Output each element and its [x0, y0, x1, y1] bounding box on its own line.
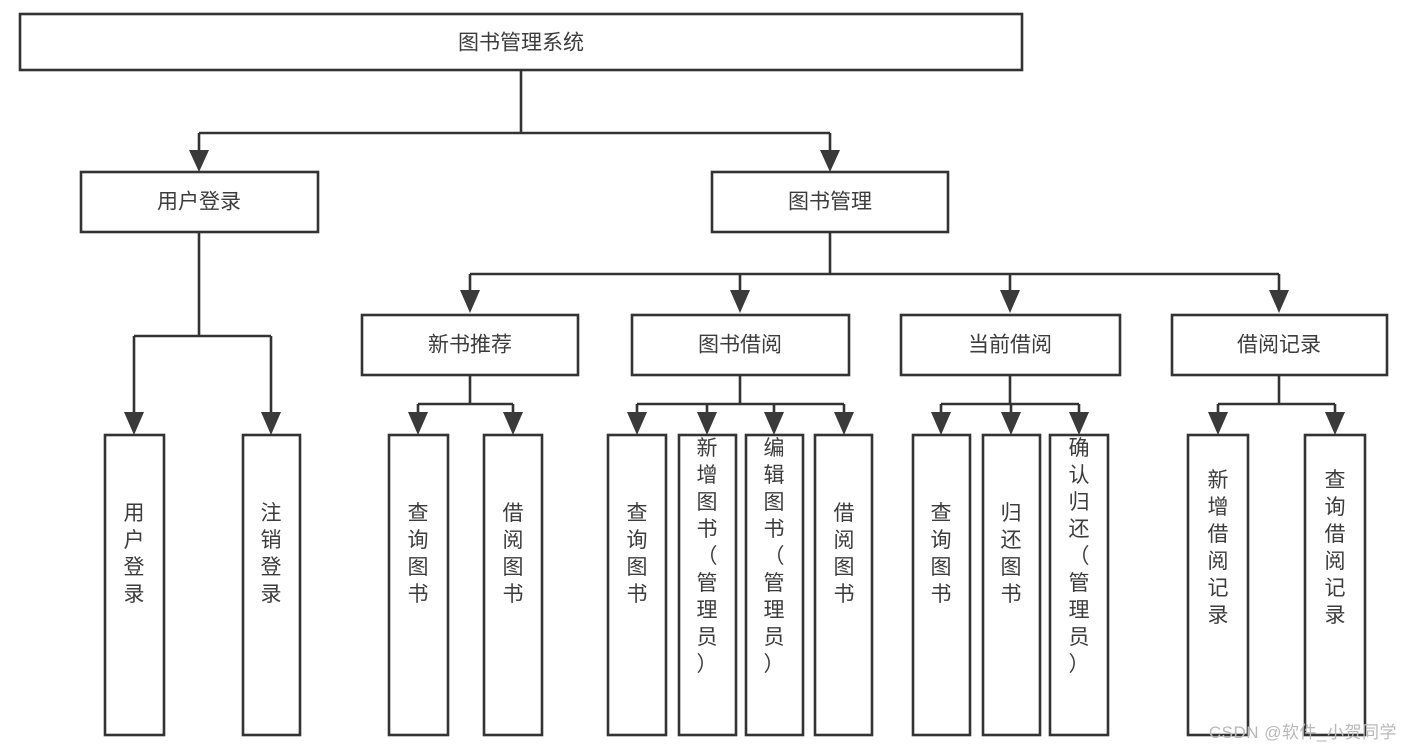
node-borrow-record[interactable]: 借阅记录: [1170, 313, 1389, 377]
node-leaf-query-record-label: 查询借阅记录: [1325, 469, 1346, 627]
node-leaf-query-book-1-box[interactable]: [387, 433, 450, 737]
connector-group-book-management: [460, 232, 1289, 313]
node-leaf-user-login-box[interactable]: [103, 433, 166, 737]
node-leaf-edit-book-label: 编辑图书（管理员）: [764, 437, 785, 676]
arrow-head-leaf-borrow-book-1: [503, 412, 523, 435]
node-root-label: 图书管理系统: [458, 32, 584, 55]
node-borrow-record-label: 借阅记录: [1237, 334, 1321, 357]
node-leaf-user-login[interactable]: 用户登录: [103, 433, 166, 737]
connector-group-root: [189, 70, 840, 172]
node-leaf-confirm-return[interactable]: 确认归还（管理员）: [1048, 433, 1110, 737]
node-leaf-query-book-3-label: 查询图书: [931, 502, 952, 606]
node-leaf-borrow-book-2[interactable]: 借阅图书: [813, 433, 874, 737]
connector-group-new-book-recommend: [408, 375, 523, 435]
arrow-head-leaf-logout-login: [261, 412, 281, 435]
node-leaf-add-record[interactable]: 新增借阅记录: [1186, 433, 1250, 737]
node-leaf-confirm-return-box[interactable]: [1048, 433, 1110, 737]
connector-group-current-borrow: [931, 375, 1089, 435]
arrow-head-leaf-query-book-2: [627, 412, 647, 435]
arrow-head-leaf-query-record: [1325, 412, 1345, 435]
node-leaf-edit-book[interactable]: 编辑图书（管理员）: [744, 433, 805, 737]
arrow-head-leaf-user-login: [124, 412, 144, 435]
node-leaf-return-book-box[interactable]: [981, 433, 1042, 737]
arrow-head-book-management: [820, 150, 840, 172]
node-leaf-borrow-book-1[interactable]: 借阅图书: [482, 433, 544, 737]
node-leaf-logout-login-box[interactable]: [241, 433, 302, 737]
arrow-head-leaf-add-record: [1208, 412, 1228, 435]
node-root[interactable]: 图书管理系统: [18, 12, 1024, 72]
node-book-borrow-box[interactable]: [630, 313, 851, 377]
connector-group-book-borrow: [627, 375, 854, 435]
node-leaf-add-book[interactable]: 新增图书（管理员）: [677, 433, 738, 737]
arrow-head-leaf-return-book: [1001, 412, 1021, 435]
node-leaf-borrow-book-1-box[interactable]: [482, 433, 544, 737]
node-leaf-query-book-1[interactable]: 查询图书: [387, 433, 450, 737]
node-book-management-box[interactable]: [710, 170, 950, 234]
node-leaf-query-record[interactable]: 查询借阅记录: [1303, 433, 1367, 737]
node-current-borrow-label: 当前借阅: [968, 334, 1052, 357]
node-leaf-user-login-label: 用户登录: [124, 502, 145, 606]
arrow-head-new-book-recommend: [460, 290, 480, 313]
arrow-head-leaf-query-book-1: [408, 412, 428, 435]
node-leaf-return-book-label: 归还图书: [1001, 502, 1022, 606]
node-user-login[interactable]: 用户登录: [79, 170, 320, 234]
node-leaf-query-book-2-box[interactable]: [606, 433, 668, 737]
node-leaf-query-book-3[interactable]: 查询图书: [911, 433, 972, 737]
node-leaf-query-book-3-box[interactable]: [911, 433, 972, 737]
node-leaf-add-record-box[interactable]: [1186, 433, 1250, 737]
node-leaf-query-book-1-label: 查询图书: [408, 502, 429, 606]
node-new-book-recommend[interactable]: 新书推荐: [360, 313, 580, 377]
node-book-borrow[interactable]: 图书借阅: [630, 313, 851, 377]
connector-group-user-login: [124, 232, 281, 435]
node-user-login-box[interactable]: [79, 170, 320, 234]
connector-group-borrow-record: [1208, 375, 1345, 435]
node-leaf-confirm-return-label: 确认归还（管理员）: [1069, 437, 1090, 676]
node-leaf-return-book[interactable]: 归还图书: [981, 433, 1042, 737]
node-user-login-label: 用户登录: [157, 191, 241, 214]
node-borrow-record-box[interactable]: [1170, 313, 1389, 377]
arrow-head-leaf-confirm-return: [1069, 412, 1089, 435]
node-book-borrow-label: 图书借阅: [698, 334, 782, 357]
node-leaf-borrow-book-2-box[interactable]: [813, 433, 874, 737]
arrow-head-leaf-edit-book: [764, 412, 784, 435]
node-leaf-query-book-2[interactable]: 查询图书: [606, 433, 668, 737]
arrow-head-leaf-borrow-book-2: [834, 412, 854, 435]
arrow-head-borrow-record: [1269, 290, 1289, 313]
arrow-head-user-login: [189, 150, 209, 172]
node-leaf-edit-book-box[interactable]: [744, 433, 805, 737]
node-leaf-query-book-2-label: 查询图书: [627, 502, 648, 606]
csdn-watermark: CSDN @软件_小贺同学: [1208, 723, 1397, 742]
node-root-box[interactable]: [18, 12, 1024, 72]
node-leaf-borrow-book-1-label: 借阅图书: [503, 502, 524, 606]
node-book-management-label: 图书管理: [788, 191, 872, 214]
arrow-head-book-borrow: [730, 290, 750, 313]
arrow-head-leaf-add-book: [697, 412, 717, 435]
node-leaf-query-record-box[interactable]: [1303, 433, 1367, 737]
node-current-borrow-box[interactable]: [899, 313, 1122, 377]
node-leaf-add-record-label: 新增借阅记录: [1208, 469, 1229, 627]
node-current-borrow[interactable]: 当前借阅: [899, 313, 1122, 377]
node-leaf-add-book-box[interactable]: [677, 433, 738, 737]
node-new-book-recommend-box[interactable]: [360, 313, 580, 377]
node-new-book-recommend-label: 新书推荐: [428, 334, 512, 357]
node-leaf-logout-login-label: 注销登录: [261, 502, 282, 606]
arrow-head-current-borrow: [1000, 290, 1020, 313]
node-leaf-logout-login[interactable]: 注销登录: [241, 433, 302, 737]
node-leaf-add-book-label: 新增图书（管理员）: [697, 437, 718, 676]
node-leaf-borrow-book-2-label: 借阅图书: [834, 502, 855, 606]
node-book-management[interactable]: 图书管理: [710, 170, 950, 234]
arrow-head-leaf-query-book-3: [931, 412, 951, 435]
